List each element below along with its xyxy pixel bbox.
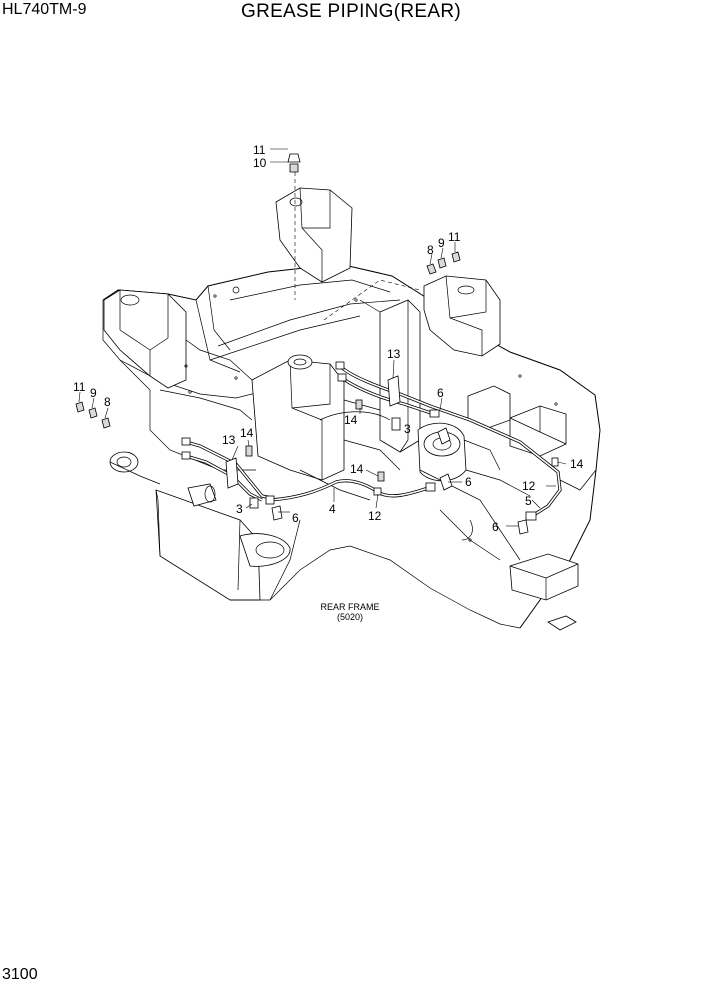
callout-mid-6: 6 xyxy=(437,386,444,400)
callout-top-10: 10 xyxy=(253,156,267,170)
callout-left-13: 13 xyxy=(222,433,236,447)
callout-mid-3: 3 xyxy=(404,422,411,436)
rear-frame xyxy=(102,172,601,631)
callout-left-8: 8 xyxy=(104,395,111,409)
callout-bottom-right-6: 6 xyxy=(492,520,499,534)
grease-pipes xyxy=(75,153,562,535)
page-title: GREASE PIPING(REAR) xyxy=(240,1,462,22)
callout-bottom-6: 6 xyxy=(292,511,299,525)
leader-lines xyxy=(78,148,567,527)
callout-top-11: 11 xyxy=(253,143,266,157)
callout-right-11: 11 xyxy=(448,230,461,244)
callouts: 11 10 8 9 11 11 9 8 13 6 14 3 13 14 14 6… xyxy=(73,143,584,534)
callout-right-8: 8 xyxy=(427,243,434,257)
callout-right-14: 14 xyxy=(570,457,584,471)
callout-left-9: 9 xyxy=(90,386,97,400)
callout-center-14: 14 xyxy=(350,462,364,476)
callout-right-9: 9 xyxy=(438,236,445,250)
callout-left-14: 14 xyxy=(240,426,254,440)
callout-mid-14: 14 xyxy=(344,413,358,427)
model-number: HL740TM-9 xyxy=(2,1,87,18)
callout-left-11: 11 xyxy=(73,380,86,394)
callout-bottom-12: 12 xyxy=(368,509,382,523)
page-number: 3100 xyxy=(2,966,38,983)
callout-center-6: 6 xyxy=(465,475,472,489)
callout-mid-13: 13 xyxy=(387,347,401,361)
callout-right-12: 12 xyxy=(522,479,536,493)
frame-reference: (5020) xyxy=(337,612,363,622)
frame-label: REAR FRAME xyxy=(320,602,379,612)
callout-right-5: 5 xyxy=(525,494,532,508)
callout-bottom-4: 4 xyxy=(329,502,336,516)
callout-bottom-3: 3 xyxy=(236,502,243,516)
